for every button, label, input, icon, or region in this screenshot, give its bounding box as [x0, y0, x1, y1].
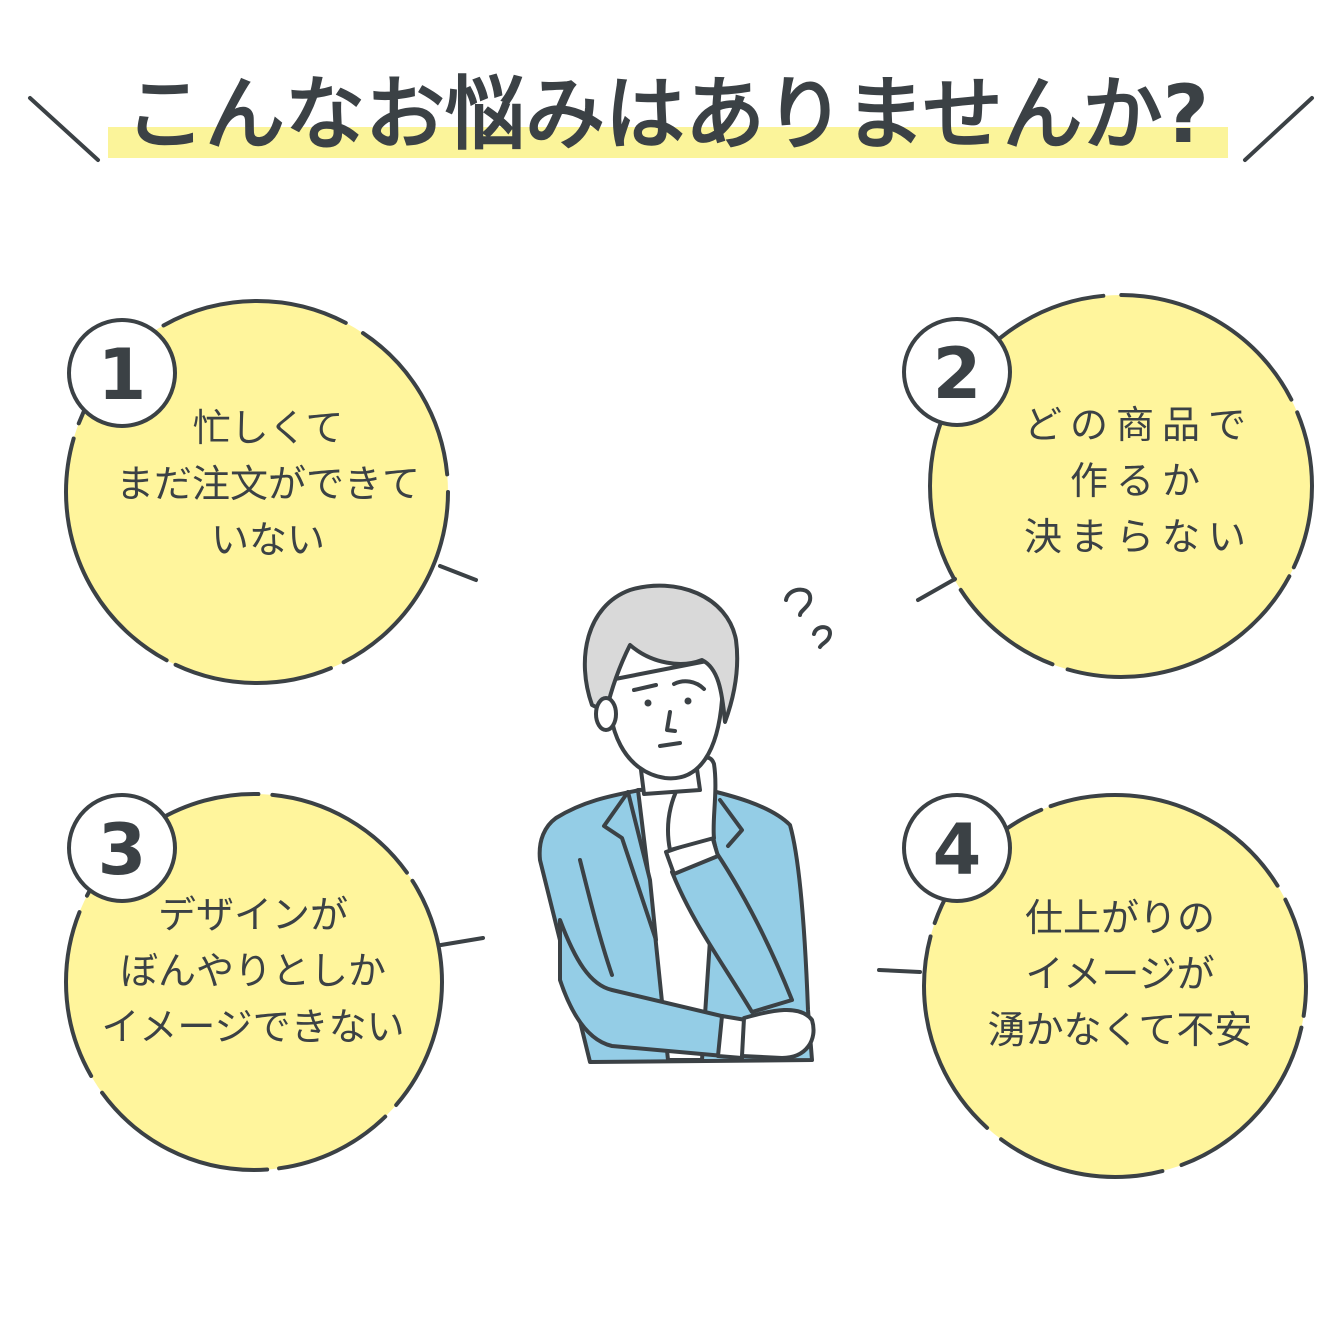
badge-circle [902, 317, 1012, 427]
concern-line: 作るか [1069, 459, 1208, 503]
concern-1-text: 忙しくて まだ注文ができて いない [78, 400, 458, 568]
concern-line: 湧かなくて不安 [987, 1008, 1253, 1052]
concern-line: ぼんやりとしか [119, 949, 386, 993]
concern-3-text: デザインが ぼんやりとしか イメージできない [63, 887, 443, 1055]
concern-line: 決まらない [1023, 515, 1254, 559]
concern-2-tail [916, 577, 957, 602]
ear [594, 696, 618, 732]
concern-line: 仕上がりの [1024, 896, 1215, 940]
concern-line: まだ注文ができて [115, 462, 420, 506]
jacket-seam [578, 858, 614, 977]
badge-number: 1 [98, 334, 147, 416]
concern-4-circle [922, 793, 1308, 1179]
badge-number: 3 [98, 809, 147, 891]
face [607, 658, 724, 781]
concern-3-circle [64, 792, 444, 1172]
crossed-arm-hand [740, 1007, 816, 1060]
question-squiggle-1 [784, 587, 813, 617]
badge-circle [67, 318, 177, 428]
concern-line: イメージが [1025, 952, 1215, 996]
question-squiggle-2 [812, 625, 832, 649]
right-eye [684, 697, 692, 705]
left-eyebrow [632, 683, 658, 692]
right-eyebrow [672, 679, 706, 691]
nose [665, 710, 677, 733]
concern-4-tail [877, 968, 922, 974]
hair [582, 583, 740, 724]
badge-circle [902, 793, 1012, 903]
title-right-slash [1243, 96, 1314, 162]
concern-2-circle [928, 293, 1314, 679]
concern-line: いない [210, 518, 325, 562]
title-left-slash [28, 96, 100, 162]
concern-4-badge: 4 [902, 793, 1012, 903]
right-lapel [718, 798, 744, 848]
badge-number: 2 [933, 333, 982, 415]
man-illustration [537, 583, 832, 1064]
concern-1-badge: 1 [67, 318, 177, 428]
left-eye [644, 699, 652, 707]
title-highlight-bar [108, 127, 1228, 158]
concern-line: イメージできない [101, 1005, 405, 1049]
concern-line: デザインが [157, 893, 348, 937]
concern-4-text: 仕上がりの イメージが 湧かなくて不安 [930, 890, 1310, 1058]
concern-line: 忙しくて [192, 406, 344, 450]
concern-3-tail [439, 936, 485, 947]
page-title: こんなお悩みはありませんか? [124, 68, 1209, 161]
raised-arm-sleeve [670, 850, 794, 1014]
badge-circle [67, 793, 177, 903]
concern-2-text: どの商品で 作るか 決まらない [945, 397, 1325, 565]
concern-2-badge: 2 [902, 317, 1012, 427]
left-lapel [602, 790, 658, 942]
badge-number: 4 [933, 809, 982, 891]
concern-1-tail [438, 564, 478, 582]
mouth [658, 741, 682, 748]
concern-line: どの商品で [1023, 403, 1254, 447]
concern-3-badge: 3 [67, 793, 177, 903]
